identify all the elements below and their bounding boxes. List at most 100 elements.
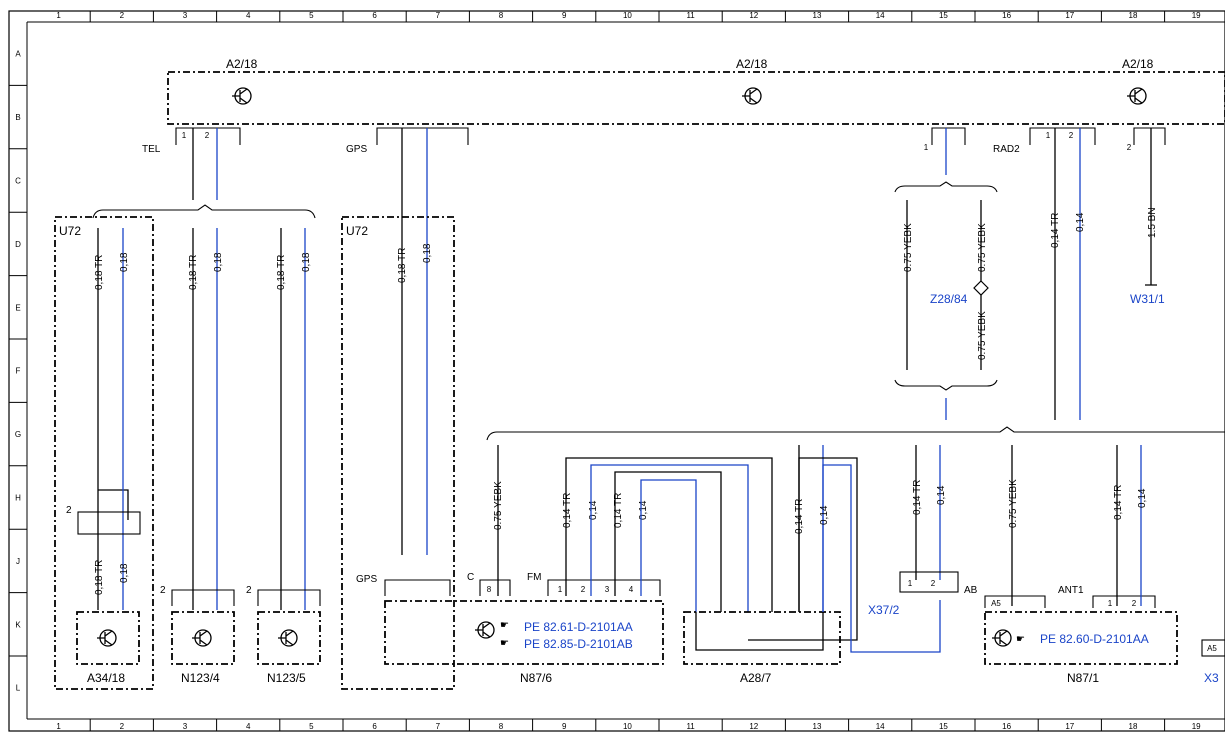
ref-pe-8261[interactable]: PE 82.61-D-2101AA (524, 620, 633, 634)
grid-row-label: G (15, 430, 21, 439)
grid-column-label: 6 (372, 11, 377, 20)
gps-top-label: GPS (346, 144, 367, 155)
transistor-icon (232, 87, 252, 105)
wire-label-014tr: 0,14 TR (912, 480, 923, 515)
n87-1-box (984, 611, 1178, 665)
a2-18-module-box (167, 71, 1225, 125)
x3-partial-label[interactable]: X3 (1204, 671, 1219, 685)
ab-connector (984, 595, 1046, 608)
grid-column-label: 11 (686, 11, 695, 20)
grid-column-label: 16 (1002, 722, 1011, 731)
left-group-bracket (92, 204, 316, 219)
grid-column-label: 18 (1129, 722, 1138, 731)
grid-column-label: 10 (623, 11, 632, 20)
grid-row-label: B (15, 113, 20, 122)
grid-column-labels: 1122334455667788991010111112121313141415… (56, 11, 1201, 731)
grid-column-label: 2 (120, 722, 125, 731)
a34-18-box (76, 611, 140, 665)
grid-row-label: J (16, 557, 20, 566)
tel-label: TEL (142, 144, 161, 155)
wire-label-014tr: 0,14 TR (1113, 485, 1124, 520)
u72-left-label: U72 (59, 224, 81, 238)
wire-label-018: 0,18 (213, 252, 224, 272)
hand-pointer-icon: ☛ (500, 638, 509, 649)
transistor-icon (278, 629, 298, 647)
ref-pe-8260[interactable]: PE 82.60-D-2101AA (1040, 632, 1149, 646)
grid-column-label: 13 (813, 11, 822, 20)
gps-bottom-label: GPS (356, 574, 377, 585)
n87-6-box (384, 600, 664, 665)
tel-connector (175, 127, 241, 145)
wire-label-014tr: 0,14 TR (562, 493, 573, 528)
grid-column-label: 12 (749, 722, 758, 731)
z28-splice-icon (973, 280, 989, 296)
a5-partial-label: A5 (1207, 644, 1217, 653)
x37-2-label[interactable]: X37/2 (868, 603, 900, 617)
z28-84-label[interactable]: Z28/84 (930, 292, 968, 306)
grid-row-label: D (15, 240, 21, 249)
n123-4-box (171, 611, 235, 665)
wire-fm-tr2 (614, 471, 722, 612)
a2-18-mid-label: A2/18 (736, 57, 768, 71)
a34-18-label: A34/18 (87, 671, 125, 685)
wire-label-018-lower: 0,18 (119, 563, 130, 583)
transistor-icon (192, 629, 212, 647)
grid-column-label: 8 (499, 11, 504, 20)
grid-row-label: L (16, 684, 21, 693)
wire-label-018: 0,18 (119, 252, 130, 272)
n123-5-box (257, 611, 321, 665)
u72-right-box (341, 216, 455, 690)
grid-column-label: 7 (436, 722, 441, 731)
c-label: C (467, 572, 474, 583)
wire-a28-blue-loop (822, 464, 941, 653)
transistor-icon (97, 629, 117, 647)
wire-label-014tr: 0,14 TR (1050, 213, 1061, 248)
grid-column-label: 9 (562, 722, 567, 731)
grid-column-label: 4 (246, 11, 251, 20)
wire-fm-blue2 (640, 479, 697, 612)
u72-right-label: U72 (346, 224, 368, 238)
wire-a28-loop (748, 457, 858, 641)
a5-partial-box (1201, 639, 1225, 657)
gps-bottom-connector (384, 579, 451, 596)
pin-8: 8 (487, 585, 492, 594)
grid-row-label: F (16, 367, 21, 376)
pin-4: 4 (629, 585, 634, 594)
grid-row-label: H (15, 494, 21, 503)
grid-column-label: 19 (1192, 722, 1201, 731)
ab-label: AB (964, 585, 978, 596)
fm-connector (547, 579, 661, 596)
wire-label-014: 0,14 (936, 485, 947, 505)
wire-label-018: 0,18 (422, 243, 433, 263)
grid-column-label: 9 (562, 11, 567, 20)
wire-label-018tr: 0,18 TR (94, 255, 105, 290)
grid-column-label: 7 (436, 11, 441, 20)
grid-column-label: 5 (309, 11, 314, 20)
wire-fm-blue1 (590, 464, 749, 612)
wire-label-bn: 1.5 BN (1147, 207, 1158, 238)
wire-fm-tr1 (565, 457, 773, 612)
wire-label-018tr: 0,18 TR (188, 255, 199, 290)
wire-label-yebk: 0.75 YEBK (903, 223, 914, 272)
w31-connector (1133, 127, 1166, 145)
n123-4-connector (171, 589, 235, 606)
wire-a28-link (695, 612, 824, 651)
a28-7-label: A28/7 (740, 671, 772, 685)
a5-pin-label: A5 (991, 599, 1001, 608)
n123-5-label: N123/5 (267, 671, 306, 685)
wire-label-014: 0,14 (638, 500, 649, 520)
n123-4-label: N123/4 (181, 671, 220, 685)
grid-column-label: 10 (623, 722, 632, 731)
grid-column-label: 19 (1192, 11, 1201, 20)
ref-pe-8285[interactable]: PE 82.85-D-2101AB (524, 637, 633, 651)
grid-column-label: 15 (939, 722, 948, 731)
ant1-label: ANT1 (1058, 585, 1084, 596)
pin-1: 1 (908, 579, 913, 588)
n87-1-label: N87/1 (1067, 671, 1099, 685)
wire-w31-bn (1145, 128, 1157, 286)
wire-label-018tr: 0,18 TR (276, 255, 287, 290)
transistor-icon (992, 629, 1012, 647)
w31-1-label[interactable]: W31/1 (1130, 292, 1165, 306)
grid-row-label: K (15, 620, 21, 629)
